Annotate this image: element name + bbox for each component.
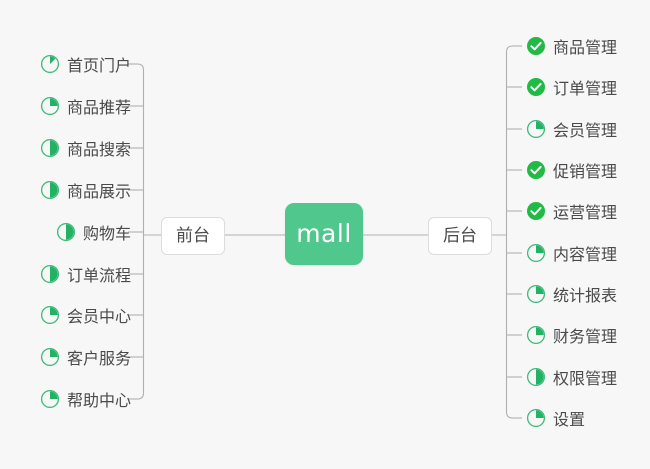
leaf-item-label: 财务管理 [553,327,618,346]
leaf-item[interactable]: 财务管理 [526,321,617,349]
check-circle-icon [526,201,546,221]
leaf-item[interactable]: 会员管理 [526,115,617,143]
leaf-item-label: 会员中心 [66,307,131,326]
leaf-item-label: 设置 [553,410,586,429]
progress-quarter-icon [526,408,546,428]
progress-half-icon [40,180,60,200]
leaf-item[interactable]: 商品推荐 [40,92,131,120]
leaf-item[interactable]: 内容管理 [526,239,617,267]
leaf-item[interactable]: 购物车 [56,218,131,246]
progress-quarter-icon [40,96,60,116]
progress-quarter-icon [526,284,546,304]
progress-half-icon [526,367,546,387]
progress-quarter-icon [526,325,546,345]
leaf-item-label: 帮助中心 [66,391,131,410]
center-node-mall[interactable]: mall [285,203,363,265]
leaf-item-label: 订单流程 [66,266,131,285]
leaf-item[interactable]: 会员中心 [40,301,131,329]
leaf-item[interactable]: 设置 [526,404,585,432]
leaf-item-label: 权限管理 [553,369,618,388]
leaf-item-label: 首页门户 [66,56,131,75]
progress-quarter-icon [526,119,546,139]
leaf-item[interactable]: 订单管理 [526,73,617,101]
leaf-item[interactable]: 促销管理 [526,156,617,184]
leaf-item[interactable]: 首页门户 [40,50,131,78]
leaf-item-label: 促销管理 [553,162,618,181]
leaf-item-label: 订单管理 [553,79,618,98]
leaf-item-label: 统计报表 [553,286,618,305]
leaf-item[interactable]: 客户服务 [40,343,131,371]
check-circle-icon [526,77,546,97]
leaf-item-label: 商品搜索 [66,140,131,159]
branch-node-backend[interactable]: 后台 [428,217,492,255]
leaf-item[interactable]: 帮助中心 [40,385,131,413]
progress-quarter-icon [526,243,546,263]
check-circle-icon [526,36,546,56]
branch-node-frontend[interactable]: 前台 [161,217,225,255]
progress-half-icon [56,222,76,242]
progress-eighth-icon [40,54,60,74]
progress-quarter-icon [40,347,60,367]
leaf-item-label: 内容管理 [553,245,618,264]
leaf-item[interactable]: 商品展示 [40,176,131,204]
check-circle-icon [526,160,546,180]
leaf-item-label: 运营管理 [553,203,618,222]
leaf-item[interactable]: 权限管理 [526,363,617,391]
progress-quarter-icon [40,389,60,409]
progress-half-icon [40,138,60,158]
leaf-item[interactable]: 订单流程 [40,260,131,288]
leaf-item-label: 商品管理 [553,38,618,57]
leaf-item[interactable]: 商品管理 [526,32,617,60]
leaf-item-label: 商品展示 [66,182,131,201]
leaf-item-label: 商品推荐 [66,98,131,117]
leaf-item[interactable]: 商品搜索 [40,134,131,162]
leaf-item[interactable]: 统计报表 [526,280,617,308]
leaf-item-label: 购物车 [82,224,131,243]
leaf-item[interactable]: 运营管理 [526,197,617,225]
progress-half-icon [40,264,60,284]
leaf-item-label: 客户服务 [66,349,131,368]
leaf-item-label: 会员管理 [553,121,618,140]
progress-quarter-icon [40,305,60,325]
